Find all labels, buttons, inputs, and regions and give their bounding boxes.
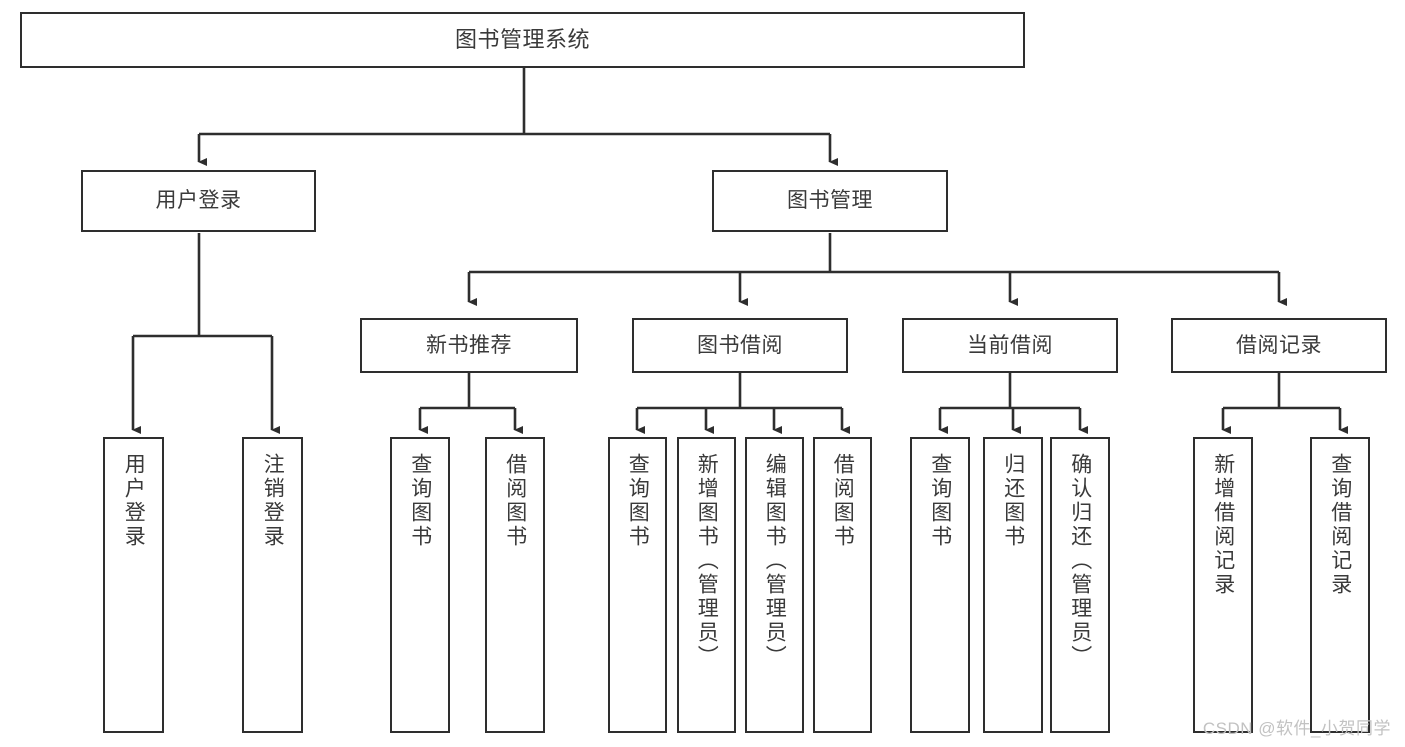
node-user-login[interactable]: 用户登录 <box>81 170 316 232</box>
node-book-manage-label: 图书管理 <box>787 189 873 213</box>
leaf-nb-borrow-book-label: 借阅图书 <box>503 453 527 549</box>
leaf-bb-add-book-label: 新增图书（管理员） <box>695 453 719 669</box>
leaf-cb-confirm-return-label: 确认归还（管理员） <box>1068 453 1092 669</box>
leaf-bb-borrow-book[interactable]: 借阅图书 <box>813 437 872 733</box>
node-root-system[interactable]: 图书管理系统 <box>20 12 1025 68</box>
node-current-borrow[interactable]: 当前借阅 <box>902 318 1118 373</box>
node-current-borrow-label: 当前借阅 <box>967 333 1053 357</box>
csdn-watermark: CSDN @软件_小贺同学 <box>1202 719 1391 738</box>
leaf-br-query-record[interactable]: 查询借阅记录 <box>1310 437 1370 733</box>
leaf-cb-return-book[interactable]: 归还图书 <box>983 437 1043 733</box>
leaf-br-add-record-label: 新增借阅记录 <box>1211 453 1235 597</box>
leaf-nb-query-book[interactable]: 查询图书 <box>390 437 450 733</box>
leaf-logout[interactable]: 注销登录 <box>242 437 303 733</box>
leaf-br-query-record-label: 查询借阅记录 <box>1328 453 1352 597</box>
node-user-login-label: 用户登录 <box>155 189 242 213</box>
node-new-book-recommend[interactable]: 新书推荐 <box>360 318 578 373</box>
leaf-br-add-record[interactable]: 新增借阅记录 <box>1193 437 1253 733</box>
node-book-borrow-label: 图书借阅 <box>697 333 783 357</box>
connector-lines <box>131 68 1348 434</box>
node-book-manage[interactable]: 图书管理 <box>712 170 948 232</box>
leaf-cb-confirm-return[interactable]: 确认归还（管理员） <box>1050 437 1110 733</box>
node-book-borrow[interactable]: 图书借阅 <box>632 318 848 373</box>
leaf-bb-add-book[interactable]: 新增图书（管理员） <box>677 437 736 733</box>
leaf-logout-label: 注销登录 <box>261 453 285 549</box>
leaf-bb-edit-book[interactable]: 编辑图书（管理员） <box>745 437 804 733</box>
leaf-bb-edit-book-label: 编辑图书（管理员） <box>763 453 787 669</box>
leaf-cb-query-book-label: 查询图书 <box>928 453 952 549</box>
leaf-nb-borrow-book[interactable]: 借阅图书 <box>485 437 545 733</box>
leaf-bb-query-book-label: 查询图书 <box>626 453 650 549</box>
leaf-cb-return-book-label: 归还图书 <box>1001 453 1025 549</box>
node-borrow-record[interactable]: 借阅记录 <box>1171 318 1387 373</box>
node-new-book-recommend-label: 新书推荐 <box>426 333 512 357</box>
leaf-user-login[interactable]: 用户登录 <box>103 437 164 733</box>
leaf-cb-query-book[interactable]: 查询图书 <box>910 437 970 733</box>
leaf-nb-query-book-label: 查询图书 <box>408 453 432 549</box>
node-borrow-record-label: 借阅记录 <box>1236 333 1322 357</box>
leaf-bb-borrow-book-label: 借阅图书 <box>831 453 855 549</box>
leaf-bb-query-book[interactable]: 查询图书 <box>608 437 667 733</box>
leaf-user-login-label: 用户登录 <box>122 453 146 549</box>
node-root-system-label: 图书管理系统 <box>454 26 590 52</box>
